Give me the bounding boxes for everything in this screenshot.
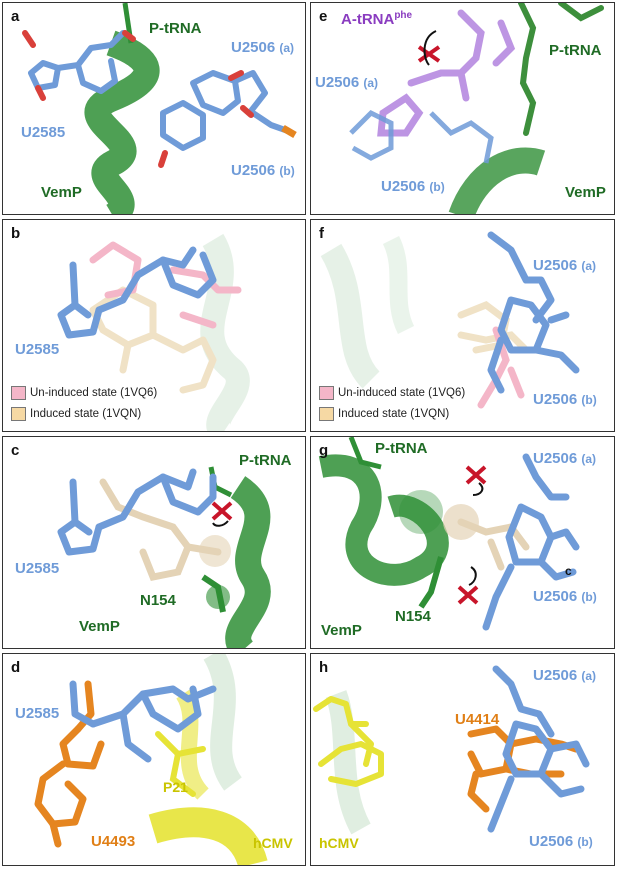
u4414-label: U4414 [455,711,500,728]
u2585-label: U2585 [15,341,60,358]
p-trna-label: P-tRNA [549,42,602,59]
panel-d-structure [34,654,268,865]
legend-swatch [11,407,26,421]
legend-uninduced: Un-induced state (1VQ6) [11,386,157,400]
u4493-label: U4493 [91,833,136,850]
n154-label: N154 [140,592,176,609]
panel-e-structure [349,3,604,214]
hcmv-label: hCMV [319,835,359,851]
u2506a-label: U2506 (a) [231,39,295,56]
panel-b: b U2585 Un-induced state (1VQ6) Induced … [2,219,306,432]
legend-label: Un-induced state (1VQ6) [30,387,158,399]
hcmv-label: hCMV [253,835,293,851]
u2506a-label: U2506 (a) [533,450,597,467]
panel-d-letter: d [11,659,21,676]
panel-b-structure [57,233,250,431]
u2506b-label: U2506 (b) [533,391,597,408]
legend-label: Un-induced state (1VQ6) [338,387,466,399]
u2506b-label: U2506 (b) [533,588,597,605]
u2506b-label: U2506 (b) [231,162,295,179]
vemp-label: VemP [41,184,82,201]
p-trna-label: P-tRNA [239,452,292,469]
panel-e-letter: e [319,8,328,25]
panel-g-letter: g [319,442,329,459]
panel-a: a P-tRNA U2506 (a) U2585 U2506 (b) VemP [2,2,306,215]
panel-g: g P-tRNA U2506 (a) c U2506 (b) N154 VemP [310,436,615,649]
vemp-label: VemP [565,184,606,201]
u2506b-label: U2506 (b) [529,833,593,850]
legend-swatch [11,386,26,400]
legend-swatch [319,407,334,421]
panel-h-letter: h [319,659,329,676]
panel-a-structure [22,3,297,214]
panel-b-letter: b [11,225,21,242]
panel-c-structure [57,466,271,648]
legend-label: Induced state (1VQN) [30,408,142,420]
panel-h: h U2506 (a) U4414 U2506 (b) hCMV [310,653,615,866]
legend-swatch [319,386,334,400]
panel-f: f U2506 (a) U2506 (b) Un-induced state (… [310,219,615,432]
panel-f-letter: f [319,225,324,242]
a-trna-label: A-tRNAphe [341,10,413,28]
panel-c-letter: c [11,442,20,459]
vemp-label: VemP [79,618,120,635]
u2585-label: U2585 [15,560,60,577]
panel-h-structure [313,665,590,835]
legend-induced: Induced state (1VQN) [319,407,449,421]
p-trna-label: P-tRNA [375,440,428,457]
panel-f-structure [320,231,580,409]
p-trna-label: P-tRNA [149,20,202,37]
legend-uninduced: Un-induced state (1VQ6) [319,386,465,400]
legend-label: Induced state (1VQN) [338,408,450,420]
p21-label: P21 [163,779,188,795]
panel-e: e A-tRNAphe P-tRNA U2506 (a) U2506 (b) V… [310,2,615,215]
u2585-label: U2585 [21,124,66,141]
panel-d: d U2585 P21 U4493 hCMV [2,653,306,866]
n154-label: N154 [395,608,431,625]
u2585-label: U2585 [15,705,60,722]
u2506a-label: U2506 (a) [315,74,379,91]
panel-c: c P-tRNA U2585 N154 VemP [2,436,306,649]
c-label: c [565,564,572,578]
u2506b-label: U2506 (b) [381,178,445,195]
u2506a-label: U2506 (a) [533,667,597,684]
u2506a-label: U2506 (a) [533,257,597,274]
panel-a-letter: a [11,8,20,25]
vemp-label: VemP [321,622,362,639]
legend-induced: Induced state (1VQN) [11,407,141,421]
panel-g-structure [318,437,580,631]
